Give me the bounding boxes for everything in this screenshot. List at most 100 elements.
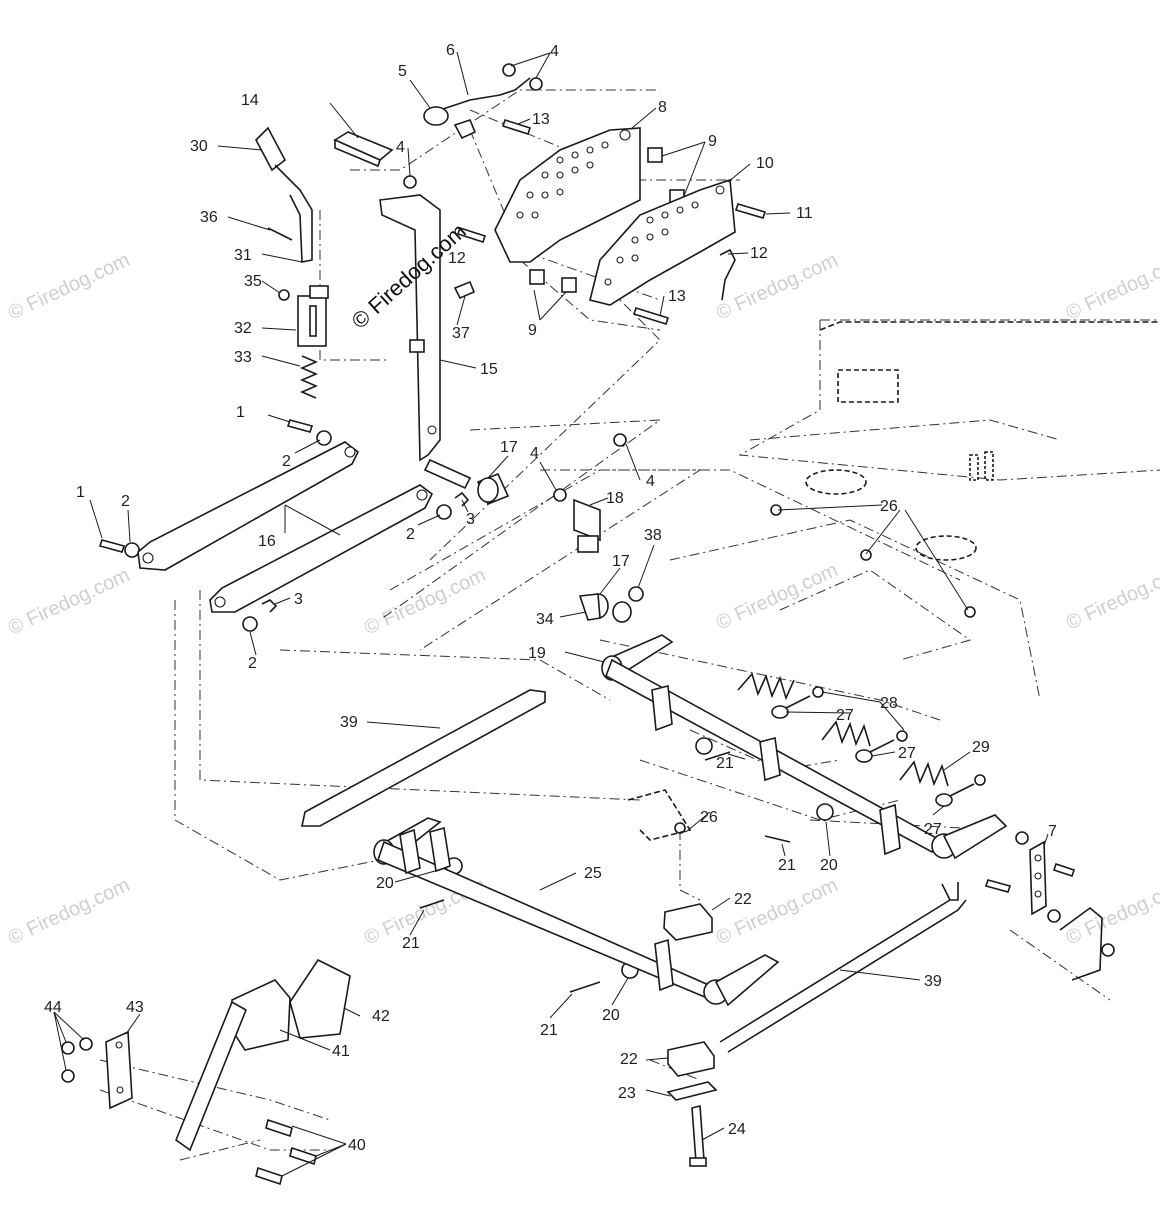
watermark: © Firedog.com xyxy=(1063,559,1160,634)
part-label: 38 xyxy=(644,527,662,544)
part-label: 23 xyxy=(618,1085,636,1102)
part-label: 8 xyxy=(658,99,667,116)
part-label: 44 xyxy=(44,999,62,1016)
part-14-pedal-pad xyxy=(333,131,394,168)
frame-chassis xyxy=(738,319,1160,561)
watermark: © Firedog.com xyxy=(361,564,489,639)
part-2-washers xyxy=(124,430,452,632)
center-watermark: © Firedog.com xyxy=(347,218,471,333)
part-label: 4 xyxy=(530,445,539,462)
part-23-plate xyxy=(666,1081,718,1101)
part-label: 29 xyxy=(972,739,990,756)
part-label: 2 xyxy=(121,493,130,510)
part-label: 2 xyxy=(282,453,291,470)
part-label: 6 xyxy=(446,42,455,59)
watermark: © Firedog.com xyxy=(1063,874,1160,949)
watermark: © Firedog.com xyxy=(1063,249,1160,324)
part-37-bolt xyxy=(453,280,476,300)
part-label: 3 xyxy=(294,591,303,608)
part-label: 39 xyxy=(340,714,358,731)
part-21-cotter-pins xyxy=(419,751,791,993)
part-28-nuts xyxy=(812,686,986,786)
part-13-bolts xyxy=(456,118,670,325)
part-25-lower-shaft xyxy=(373,817,780,1007)
part-label: 39 xyxy=(924,973,942,990)
part-16-links xyxy=(137,441,434,613)
part-39-rod-rear xyxy=(301,689,546,827)
part-11-bolt xyxy=(734,203,767,219)
part-label: 32 xyxy=(234,320,252,337)
part-label: 7 xyxy=(1048,823,1057,840)
part-35-nut xyxy=(278,289,290,301)
part-label: 26 xyxy=(880,498,898,515)
part-18-block xyxy=(573,498,601,553)
part-label: 21 xyxy=(540,1022,558,1039)
part-10-quadrant-plate xyxy=(589,178,736,306)
part-label: 5 xyxy=(398,63,407,80)
part-label: 4 xyxy=(646,473,655,490)
part-6-rod xyxy=(423,77,531,140)
part-42-cover xyxy=(289,958,351,1039)
part-label: 2 xyxy=(248,655,257,672)
part-41-bracket xyxy=(175,979,291,1152)
part-38-clip xyxy=(628,586,644,602)
bracket-center xyxy=(627,789,692,841)
part-36-pin xyxy=(267,227,293,241)
part-label: 21 xyxy=(716,755,734,772)
part-label: 21 xyxy=(402,935,420,952)
part-label: 27 xyxy=(924,821,942,838)
part-1-pins xyxy=(98,419,314,553)
part-8-quadrant-plate xyxy=(494,127,641,263)
part-label: 27 xyxy=(836,707,854,724)
part-label: 1 xyxy=(236,404,245,421)
part-label: 35 xyxy=(244,273,262,290)
part-4-nuts-top xyxy=(403,63,627,502)
part-label: 25 xyxy=(584,865,602,882)
part-3-clips xyxy=(261,491,470,613)
part-22-blocks xyxy=(663,903,715,1077)
part-label: 19 xyxy=(528,645,546,662)
watermark: © Firedog.com xyxy=(5,874,133,949)
part-29-springs xyxy=(737,672,949,787)
part-label: 3 xyxy=(466,511,475,528)
part-label: 40 xyxy=(348,1137,366,1154)
part-label: 9 xyxy=(708,133,717,150)
part-label: 20 xyxy=(602,1007,620,1024)
part-label: 12 xyxy=(448,250,466,267)
part-label: 17 xyxy=(500,439,518,456)
part-24-bolt xyxy=(689,1104,707,1167)
part-label: 22 xyxy=(734,891,752,908)
part-label: 36 xyxy=(200,209,218,226)
part-label: 13 xyxy=(668,288,686,305)
part-label: 30 xyxy=(190,138,208,155)
part-label: 16 xyxy=(258,533,276,550)
part-label: 22 xyxy=(620,1051,638,1068)
part-43-plate xyxy=(105,1030,133,1110)
part-30-handle-grip xyxy=(255,126,313,263)
part-label: 41 xyxy=(332,1043,350,1060)
part-label: 24 xyxy=(728,1121,746,1138)
watermark: © Firedog.com xyxy=(713,874,841,949)
part-label: 34 xyxy=(536,611,554,628)
part-7-chain-link xyxy=(984,831,1115,981)
part-19-upper-shaft xyxy=(601,634,1008,860)
part-label: 14 xyxy=(241,92,259,109)
part-label: 10 xyxy=(756,155,774,172)
watermark: © Firedog.com xyxy=(713,559,841,634)
part-label: 28 xyxy=(880,695,898,712)
part-33-spring xyxy=(299,355,319,399)
part-label: 20 xyxy=(376,875,394,892)
part-label: 1 xyxy=(76,484,85,501)
part-15-shaft xyxy=(423,458,472,490)
watermark: © Firedog.com xyxy=(713,249,841,324)
part-label: 37 xyxy=(452,325,470,342)
part-40-bolts xyxy=(255,1118,317,1186)
part-label: 12 xyxy=(750,245,768,262)
part-34-washer xyxy=(612,601,632,623)
watermark: © Firedog.com xyxy=(5,564,133,639)
part-label: 33 xyxy=(234,349,252,366)
part-44-nuts xyxy=(61,1037,93,1083)
part-12-clip xyxy=(719,248,736,301)
part-label: 13 xyxy=(532,111,550,128)
